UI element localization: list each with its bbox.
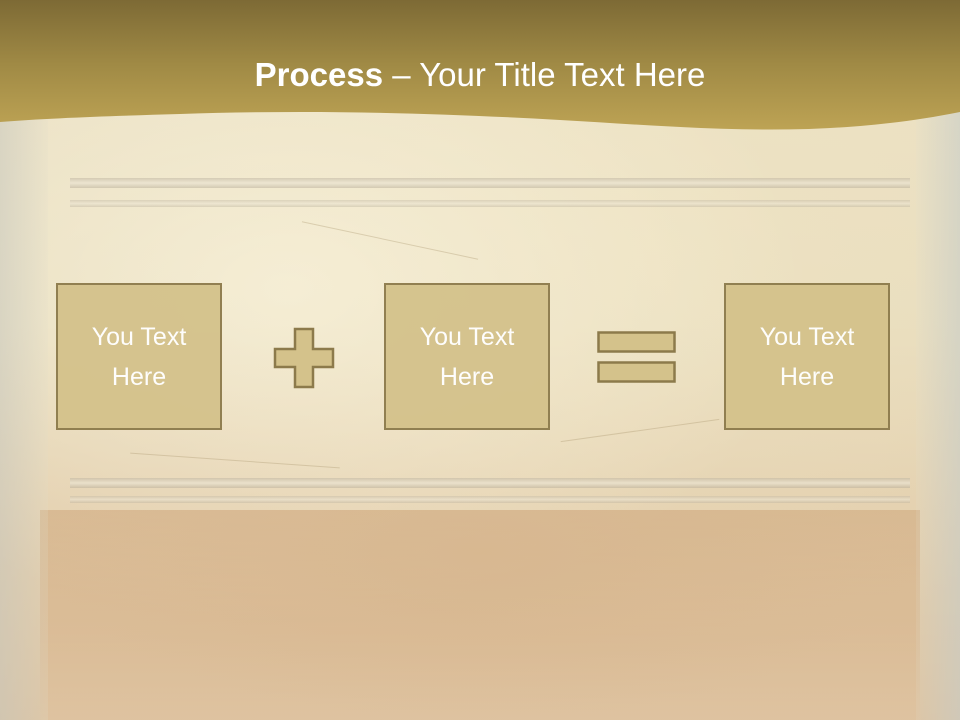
frame-band-top-inner [70,200,910,207]
frame-band-bottom [70,478,910,488]
process-box-2[interactable]: You Text Here [384,283,550,430]
process-box-text: You Text Here [759,322,855,391]
equals-icon [597,331,676,384]
background-lower-panel [40,510,920,720]
title-rest: – Your Title Text Here [383,56,706,93]
process-box-3[interactable]: You Text Here [724,283,890,430]
process-box-1[interactable]: You Text Here [56,283,222,430]
frame-band-bottom-inner [70,496,910,503]
page-title: Process – Your Title Text Here [0,54,960,96]
frame-band-top [70,178,910,188]
title-banner [0,0,960,140]
process-box-text: You Text Here [91,322,187,391]
title-strong: Process [254,56,384,93]
plus-icon [273,327,335,389]
background-left-edge [0,110,48,720]
process-box-text: You Text Here [419,322,515,391]
background-right-edge [916,110,960,720]
